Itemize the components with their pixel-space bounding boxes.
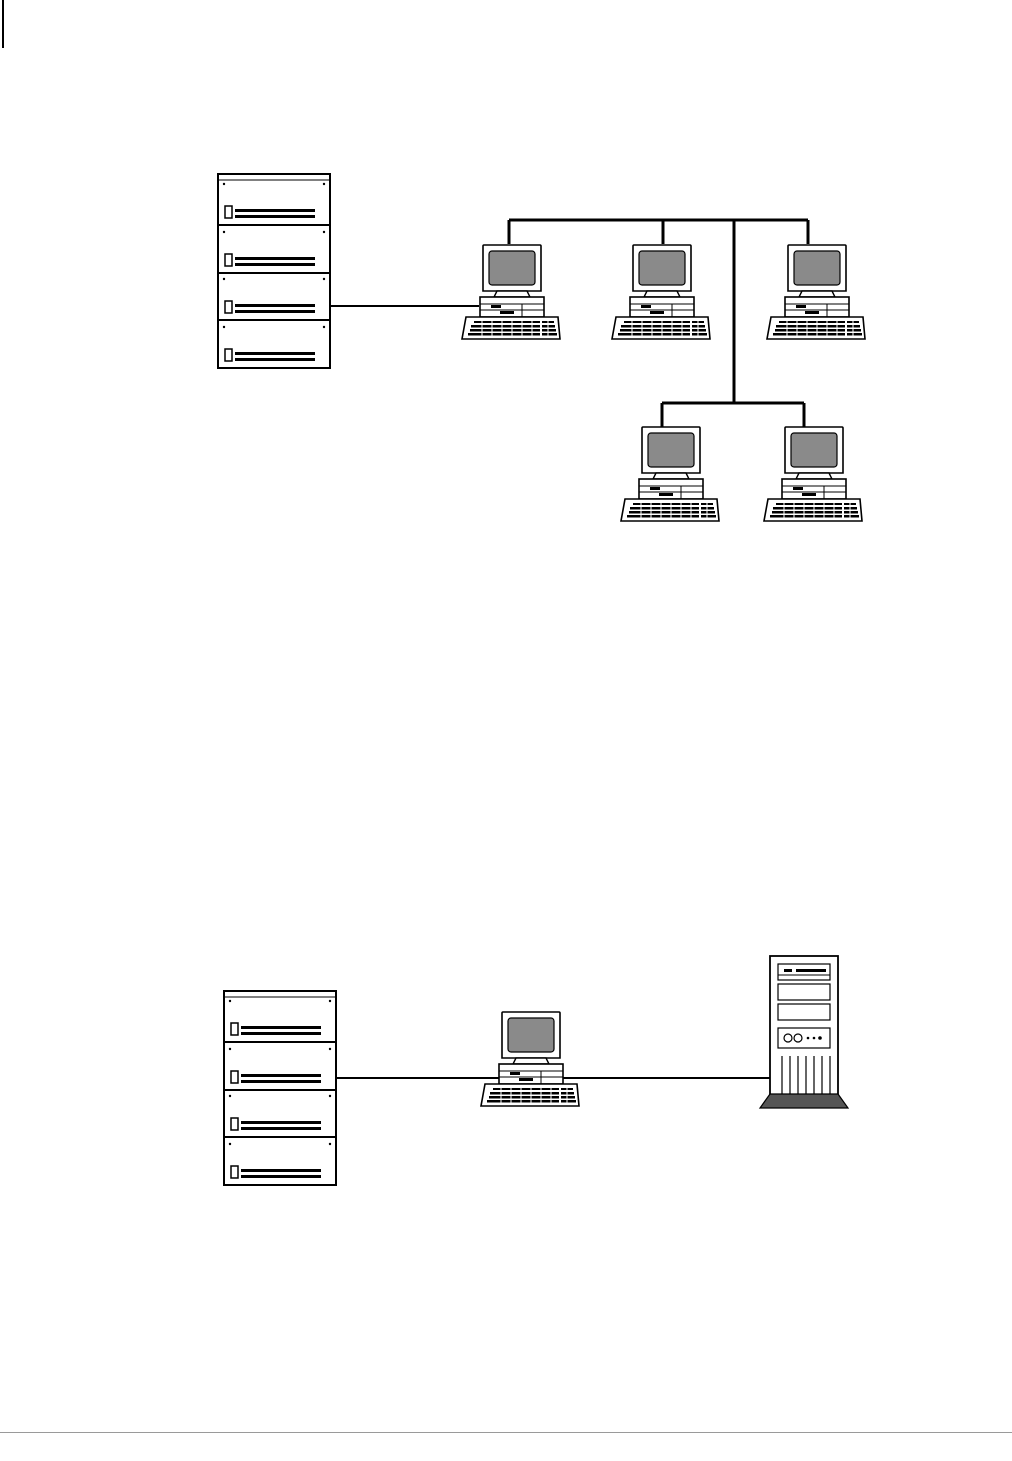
pbx-cabinet-icon xyxy=(224,991,336,1185)
workstation-icon xyxy=(767,245,865,339)
workstation-icon xyxy=(481,1012,579,1106)
footer-rule xyxy=(0,1432,1012,1433)
workstation-icon xyxy=(612,245,710,339)
tower-server-icon xyxy=(760,956,848,1108)
pbx-cabinet-icon xyxy=(218,174,330,368)
workstation-icon xyxy=(621,427,719,521)
diagram-pbx-lan xyxy=(218,174,865,521)
workstation-icon xyxy=(462,245,560,339)
workstation-icon xyxy=(764,427,862,521)
diagram-pbx-pc-server xyxy=(224,956,848,1185)
